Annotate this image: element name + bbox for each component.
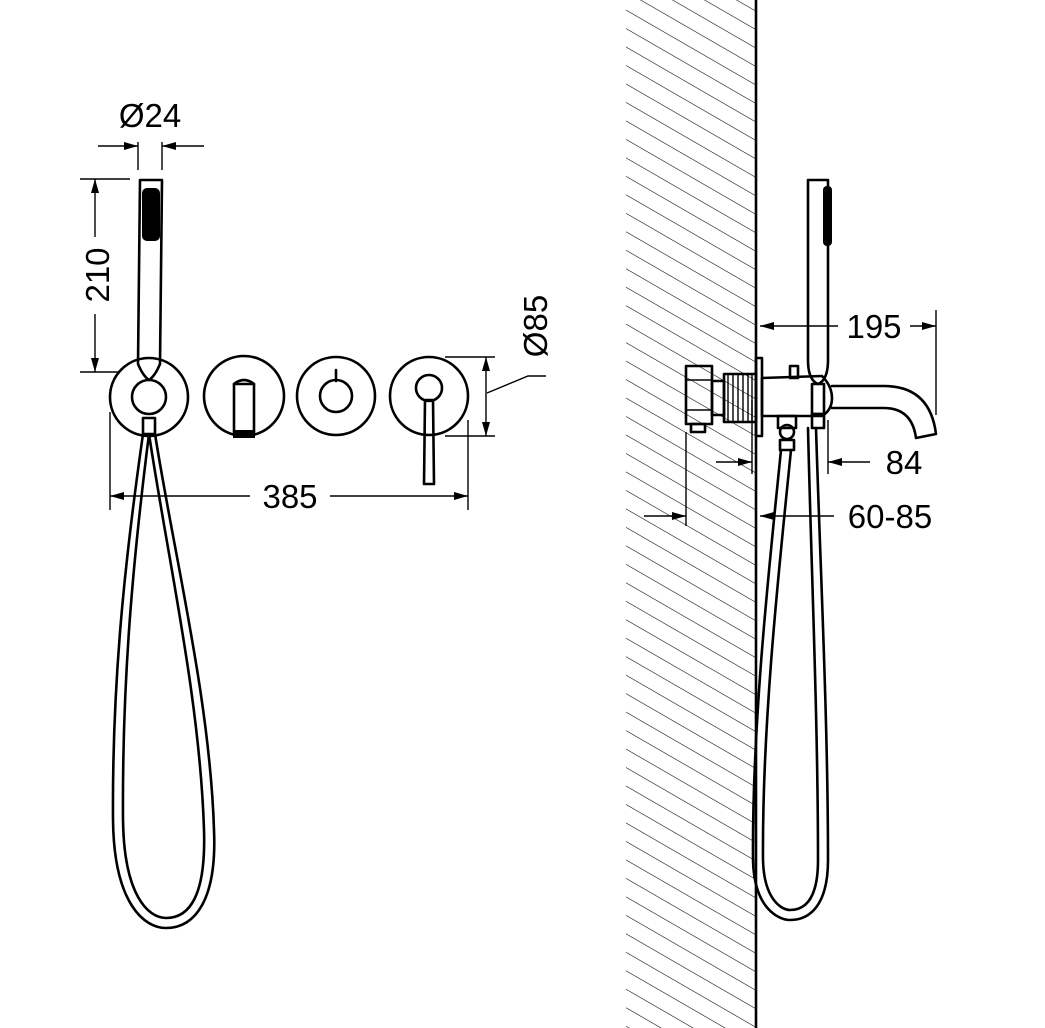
dim-label-wall-depth: 60-85: [848, 498, 932, 535]
side-view: 195 84 60-85: [626, 0, 938, 1028]
dim-spout-projection: 195: [760, 308, 937, 415]
dim-body-depth: 84: [716, 400, 922, 481]
dim-label-handshower-length: 210: [79, 247, 116, 302]
dim-overall-width: 385: [109, 412, 469, 515]
front-view: Ø24 210 Ø85: [79, 97, 554, 930]
diverter-plate: [108, 356, 190, 438]
hand-shower: [136, 178, 164, 382]
spout-plate: [202, 354, 286, 438]
wall-section: [626, 0, 758, 1028]
mixer-lever-plate: [388, 355, 470, 486]
dim-label-handshower-diameter: Ø24: [119, 97, 181, 134]
shower-hose: [111, 432, 216, 930]
dim-label-overall-width: 385: [262, 478, 317, 515]
side-shower-hose: [751, 426, 830, 922]
dim-handshower-length: 210: [79, 178, 130, 373]
hose-connection: [776, 414, 798, 452]
side-hand-shower: [806, 178, 832, 430]
diverter-knob-plate: [295, 355, 377, 437]
dim-label-body-depth: 84: [886, 444, 923, 481]
spray-nozzles: [142, 188, 160, 241]
dim-label-spout-projection: 195: [846, 308, 901, 345]
dim-wall-depth: 60-85: [644, 432, 932, 535]
dim-handshower-diameter: Ø24: [98, 97, 204, 170]
dim-plate-diameter: Ø85: [445, 295, 554, 437]
dim-label-plate-diameter: Ø85: [517, 295, 554, 357]
